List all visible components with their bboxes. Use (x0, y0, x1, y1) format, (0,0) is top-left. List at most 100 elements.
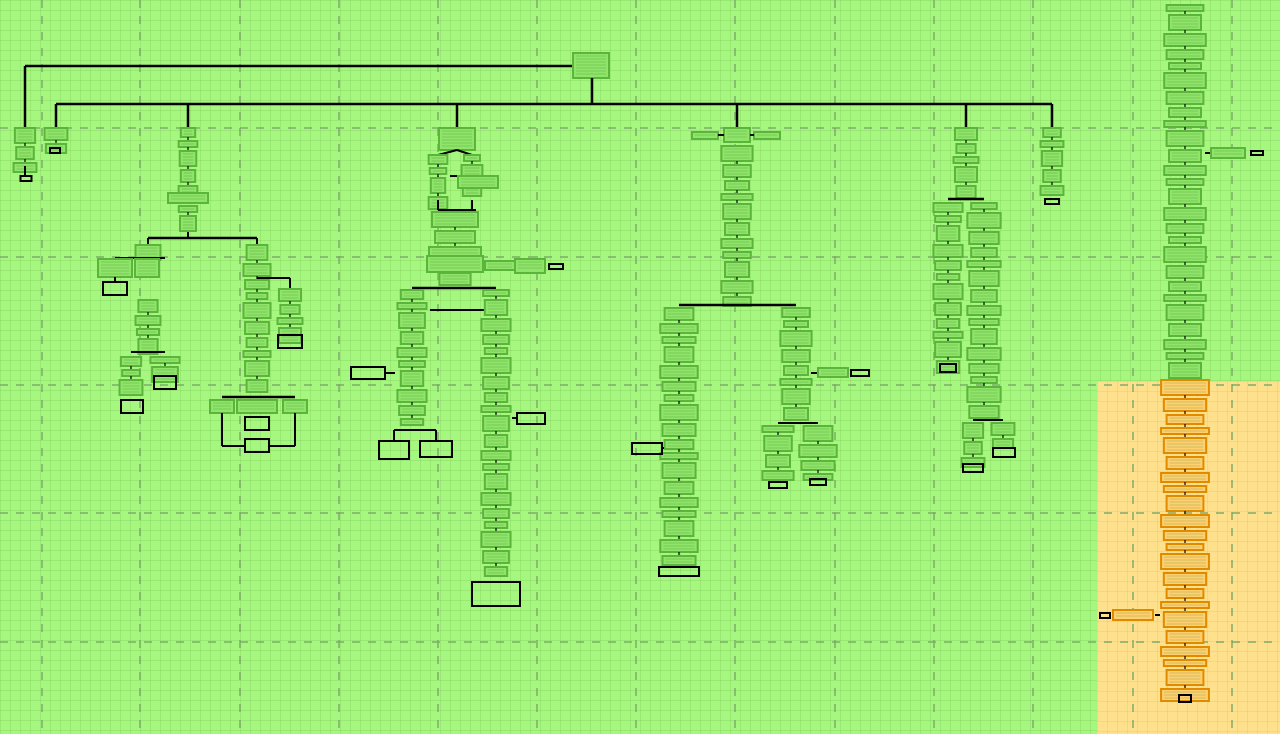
terminal-node[interactable] (1099, 612, 1111, 619)
terminal-node[interactable] (658, 566, 700, 577)
flowchart-node[interactable] (244, 279, 270, 290)
flowchart-node[interactable] (781, 307, 811, 318)
flowchart-node[interactable] (1165, 130, 1205, 147)
flowchart-node[interactable] (991, 438, 1015, 449)
flowchart-node[interactable] (482, 508, 510, 519)
flowchart-node[interactable] (817, 367, 849, 378)
flowchart-node[interactable] (1163, 72, 1207, 89)
flowchart-node[interactable] (1162, 530, 1208, 541)
flowchart-node[interactable] (720, 238, 754, 249)
terminal-node[interactable] (244, 438, 270, 453)
terminal-node[interactable] (120, 399, 144, 414)
flowchart-node[interactable] (429, 177, 447, 194)
flowchart-node[interactable] (480, 357, 512, 374)
terminal-node[interactable] (102, 281, 128, 296)
flowchart-node[interactable] (484, 260, 516, 271)
flowchart-node[interactable] (753, 131, 781, 140)
flowchart-node[interactable] (1160, 646, 1210, 657)
flowchart-node[interactable] (961, 422, 985, 439)
terminal-node[interactable] (992, 447, 1016, 458)
flowchart-node[interactable] (245, 337, 269, 348)
flowchart-node[interactable] (661, 555, 697, 566)
flowchart-node[interactable] (245, 244, 269, 261)
flowchart-node[interactable] (1168, 281, 1202, 292)
flowchart-node[interactable] (1168, 14, 1202, 31)
flowchart-node[interactable] (970, 247, 998, 258)
flowchart-node[interactable] (663, 520, 695, 537)
flowchart-node[interactable] (1165, 588, 1205, 599)
flowchart-node[interactable] (482, 415, 510, 432)
flowchart-node[interactable] (935, 225, 961, 242)
terminal-node[interactable] (49, 147, 61, 154)
flowchart-node[interactable] (966, 305, 1002, 316)
flowchart-node[interactable] (934, 341, 962, 358)
flowchart-node[interactable] (1165, 495, 1205, 512)
flowchart-node[interactable] (242, 302, 272, 319)
flowchart-node[interactable] (483, 299, 509, 316)
terminal-node[interactable] (548, 263, 564, 270)
flowchart-node[interactable] (779, 330, 813, 347)
terminal-node[interactable] (244, 416, 270, 431)
flowchart-node[interactable] (514, 258, 546, 274)
flowchart-node[interactable] (118, 379, 144, 396)
terminal-node[interactable] (850, 369, 870, 377)
flowchart-node[interactable] (968, 363, 1000, 374)
flowchart-node[interactable] (399, 289, 425, 300)
flowchart-node[interactable] (209, 399, 235, 414)
flowchart-node[interactable] (167, 192, 209, 204)
flowchart-node[interactable] (960, 457, 986, 468)
flowchart-node[interactable] (431, 211, 479, 228)
flowchart-node[interactable] (1210, 147, 1246, 159)
flowchart-node[interactable] (398, 405, 426, 416)
terminal-node[interactable] (153, 375, 177, 390)
terminal-node[interactable] (1044, 198, 1060, 205)
terminal-node[interactable] (419, 440, 453, 458)
flowchart-node[interactable] (763, 435, 793, 452)
flowchart-node[interactable] (934, 260, 962, 271)
flowchart-node[interactable] (396, 347, 428, 358)
flowchart-node[interactable] (179, 215, 197, 232)
flowchart-node[interactable] (1039, 185, 1065, 196)
flowchart-node[interactable] (179, 127, 197, 138)
flowchart-node[interactable] (723, 127, 751, 143)
flowchart-node[interactable] (1163, 339, 1207, 350)
flowchart-node[interactable] (1165, 669, 1205, 686)
flowchart-node[interactable] (968, 270, 1000, 287)
flowchart-node[interactable] (1162, 611, 1208, 628)
flowchart-node[interactable] (1163, 165, 1207, 176)
terminal-node[interactable] (1178, 694, 1192, 703)
terminal-node[interactable] (350, 366, 386, 380)
flowchart-node[interactable] (663, 439, 695, 450)
flowchart-node[interactable] (724, 261, 750, 278)
flowchart-node[interactable] (953, 166, 979, 183)
terminal-node[interactable] (277, 334, 303, 349)
flowchart-node[interactable] (282, 399, 308, 414)
flowchart-node[interactable] (932, 202, 964, 213)
flowchart-node[interactable] (13, 127, 37, 144)
flowchart-node[interactable] (661, 381, 697, 392)
flowchart-node[interactable] (1165, 223, 1205, 234)
flowchart-node[interactable] (1160, 553, 1210, 570)
flowchart-node[interactable] (151, 366, 179, 383)
flowchart-node[interactable] (802, 425, 834, 442)
flowchart-node[interactable] (1165, 414, 1205, 425)
flowchart-node[interactable] (178, 150, 198, 167)
terminal-node[interactable] (516, 412, 546, 425)
flowchart-node[interactable] (955, 143, 977, 154)
flowchart-node[interactable] (137, 338, 159, 355)
flowchart-node[interactable] (966, 212, 1002, 229)
flowchart-node[interactable] (1112, 609, 1154, 621)
flowchart-node[interactable] (483, 473, 509, 490)
flowchart-node[interactable] (781, 388, 811, 405)
flowchart-node[interactable] (1160, 379, 1210, 396)
flowchart-node[interactable] (663, 346, 695, 363)
flowchart-node[interactable] (426, 255, 484, 273)
terminal-node[interactable] (1250, 150, 1264, 156)
flowchart-node[interactable] (1168, 188, 1202, 205)
terminal-node[interactable] (631, 442, 663, 455)
flowchart-node[interactable] (722, 203, 752, 220)
flowchart-node[interactable] (482, 334, 510, 345)
flowchart-node[interactable] (935, 318, 961, 329)
terminal-node[interactable] (962, 463, 984, 473)
